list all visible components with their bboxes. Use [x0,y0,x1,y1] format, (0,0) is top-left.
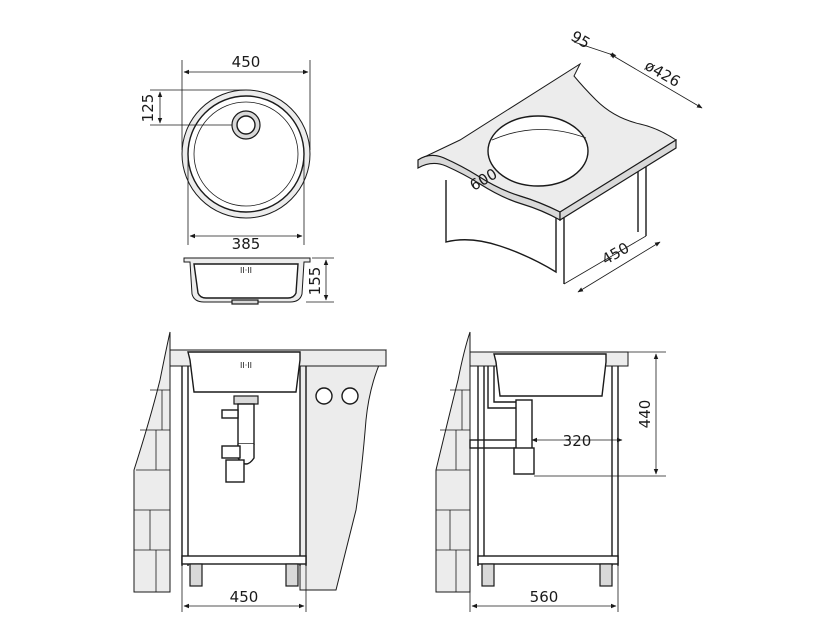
dim-line-diameter [609,53,703,109]
bowl-inner [193,263,299,299]
side-sink [493,353,607,397]
drain-inner [236,115,256,135]
dim-side-height: 440 [636,400,654,429]
siphon-pipe [237,403,255,445]
cabinet-base [181,555,307,565]
basin-marking: II·II [240,266,252,275]
brick-wall [133,331,171,593]
dim-line-edge [573,41,617,57]
side-brick-wall [435,331,471,593]
cabinet-foot [285,563,299,587]
side-foot [599,563,613,587]
siphon-bend [221,445,241,459]
basin-marking-front: II·II [240,361,252,370]
dim-line-iso-width [577,241,661,293]
front-installation-view: II·II 450 [133,331,387,612]
side-pipe [493,366,520,403]
top-view: 450 125 385 [139,53,311,253]
dim-bowl-width: 385 [232,235,261,253]
dim-front-width: 450 [230,588,259,606]
dim-drain-offset: 125 [139,94,157,123]
side-brick-lines [436,389,470,592]
side-pipe [487,366,520,409]
dim-top-width: 450 [232,53,261,71]
drain-stub [231,299,259,305]
brick-lines [134,389,170,592]
sink-cutout [487,115,589,187]
dim-edge: 95 [568,27,594,52]
cutout-inner-edge [491,129,587,141]
dim-side-drain: 320 [563,432,592,450]
side-foot [481,563,495,587]
side-installation-view: 320 440 560 [435,331,666,612]
siphon-inlet [221,409,239,419]
dim-diameter: ø426 [642,56,684,90]
countertop-side-edge [559,138,677,222]
siphon-top [233,395,259,405]
side-base [477,555,619,565]
siphon-outlet [225,459,245,483]
dim-iso-width: 450 [599,239,633,269]
wall-port [341,387,359,405]
front-countertop [169,349,387,591]
section-view: II·II 155 [183,257,334,305]
cabinet-foot [189,563,203,587]
side-siphon-bend [513,447,535,475]
front-sink [187,351,301,393]
dim-side-width: 560 [530,588,559,606]
isometric-view: 95 ø426 600 450 [417,27,703,293]
sink-bowl-inner [193,101,299,207]
dim-depth: 155 [306,267,324,296]
wall-port [315,387,333,405]
cabinet-front-left [445,180,557,274]
